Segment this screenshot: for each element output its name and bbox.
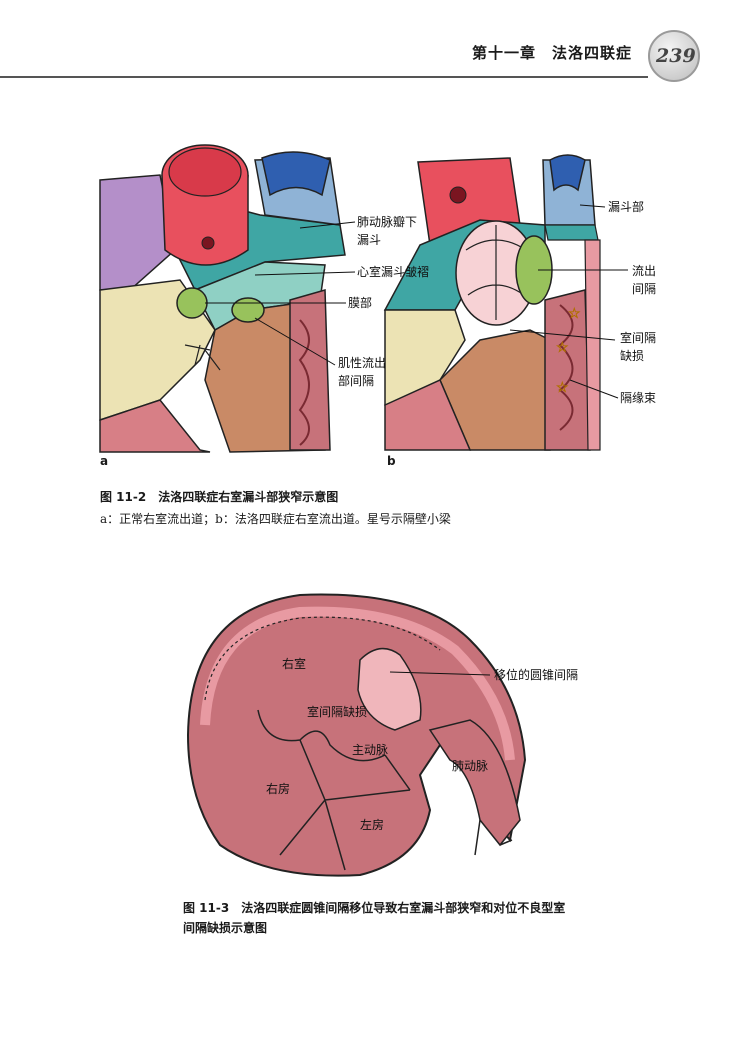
figure-11-3-caption-line1: 图 11-3 法洛四联症圆锥间隔移位导致右室漏斗部狭窄和对位不良型室 [183, 901, 566, 915]
label-pulmonary-artery: 肺动脉 [452, 759, 489, 773]
label-infundibulum-a: 漏斗 [357, 233, 382, 247]
page-number-badge [648, 30, 700, 82]
label-vsd-b: 室间隔 [620, 331, 657, 345]
figure-11-3-caption-line2: 间隔缺损示意图 [183, 921, 268, 935]
svg-text:☆: ☆ [568, 306, 581, 322]
page-number: 239 [656, 45, 696, 67]
label-right-atrium: 右房 [266, 782, 291, 796]
label-right-ventricle: 右室 [282, 657, 307, 671]
figure-11-2-caption-title: 图 11-2 法洛四联症右室漏斗部狭窄示意图 [100, 490, 339, 504]
label-infundibular-part: 漏斗部 [608, 200, 645, 214]
label-aorta: 主动脉 [352, 743, 389, 757]
label-left-atrium: 左房 [360, 818, 385, 832]
panel-a-drawing [99, 144, 346, 453]
label-displaced-conal-septum: 移位的圆锥间隔 [494, 668, 579, 682]
header-rule [0, 76, 648, 78]
label-defect-b: 缺损 [620, 349, 645, 363]
figure-11-3-drawing [186, 593, 527, 877]
label-vsd: 室间隔缺损 [307, 705, 368, 719]
label-subpulmonary: 肺动脉瓣下 [357, 215, 418, 229]
panel-letter-b: b [387, 454, 396, 468]
panel-b-drawing: ☆ ☆ ☆ [383, 154, 601, 451]
label-outflow: 流出 [632, 264, 657, 278]
label-muscular-outflow: 肌性流出 [338, 356, 387, 370]
panel-letter-a: a [100, 454, 109, 468]
label-septum-a: 部间隔 [338, 374, 375, 388]
chapter-title: 第十一章 法洛四联症 [471, 44, 632, 62]
fig-11-3-leader-line [389, 671, 491, 676]
figure-11-2-caption-text: a：正常右室流出道；b：法洛四联症右室流出道。星号示隔壁小梁 [100, 512, 451, 526]
label-septomarginal: 隔缘束 [620, 391, 657, 405]
label-septum-b: 间隔 [632, 282, 657, 296]
label-vif: 心室漏斗皱褶 [357, 265, 430, 279]
label-membranous: 膜部 [348, 296, 373, 310]
svg-text:☆: ☆ [556, 380, 569, 396]
svg-text:☆: ☆ [556, 340, 569, 356]
